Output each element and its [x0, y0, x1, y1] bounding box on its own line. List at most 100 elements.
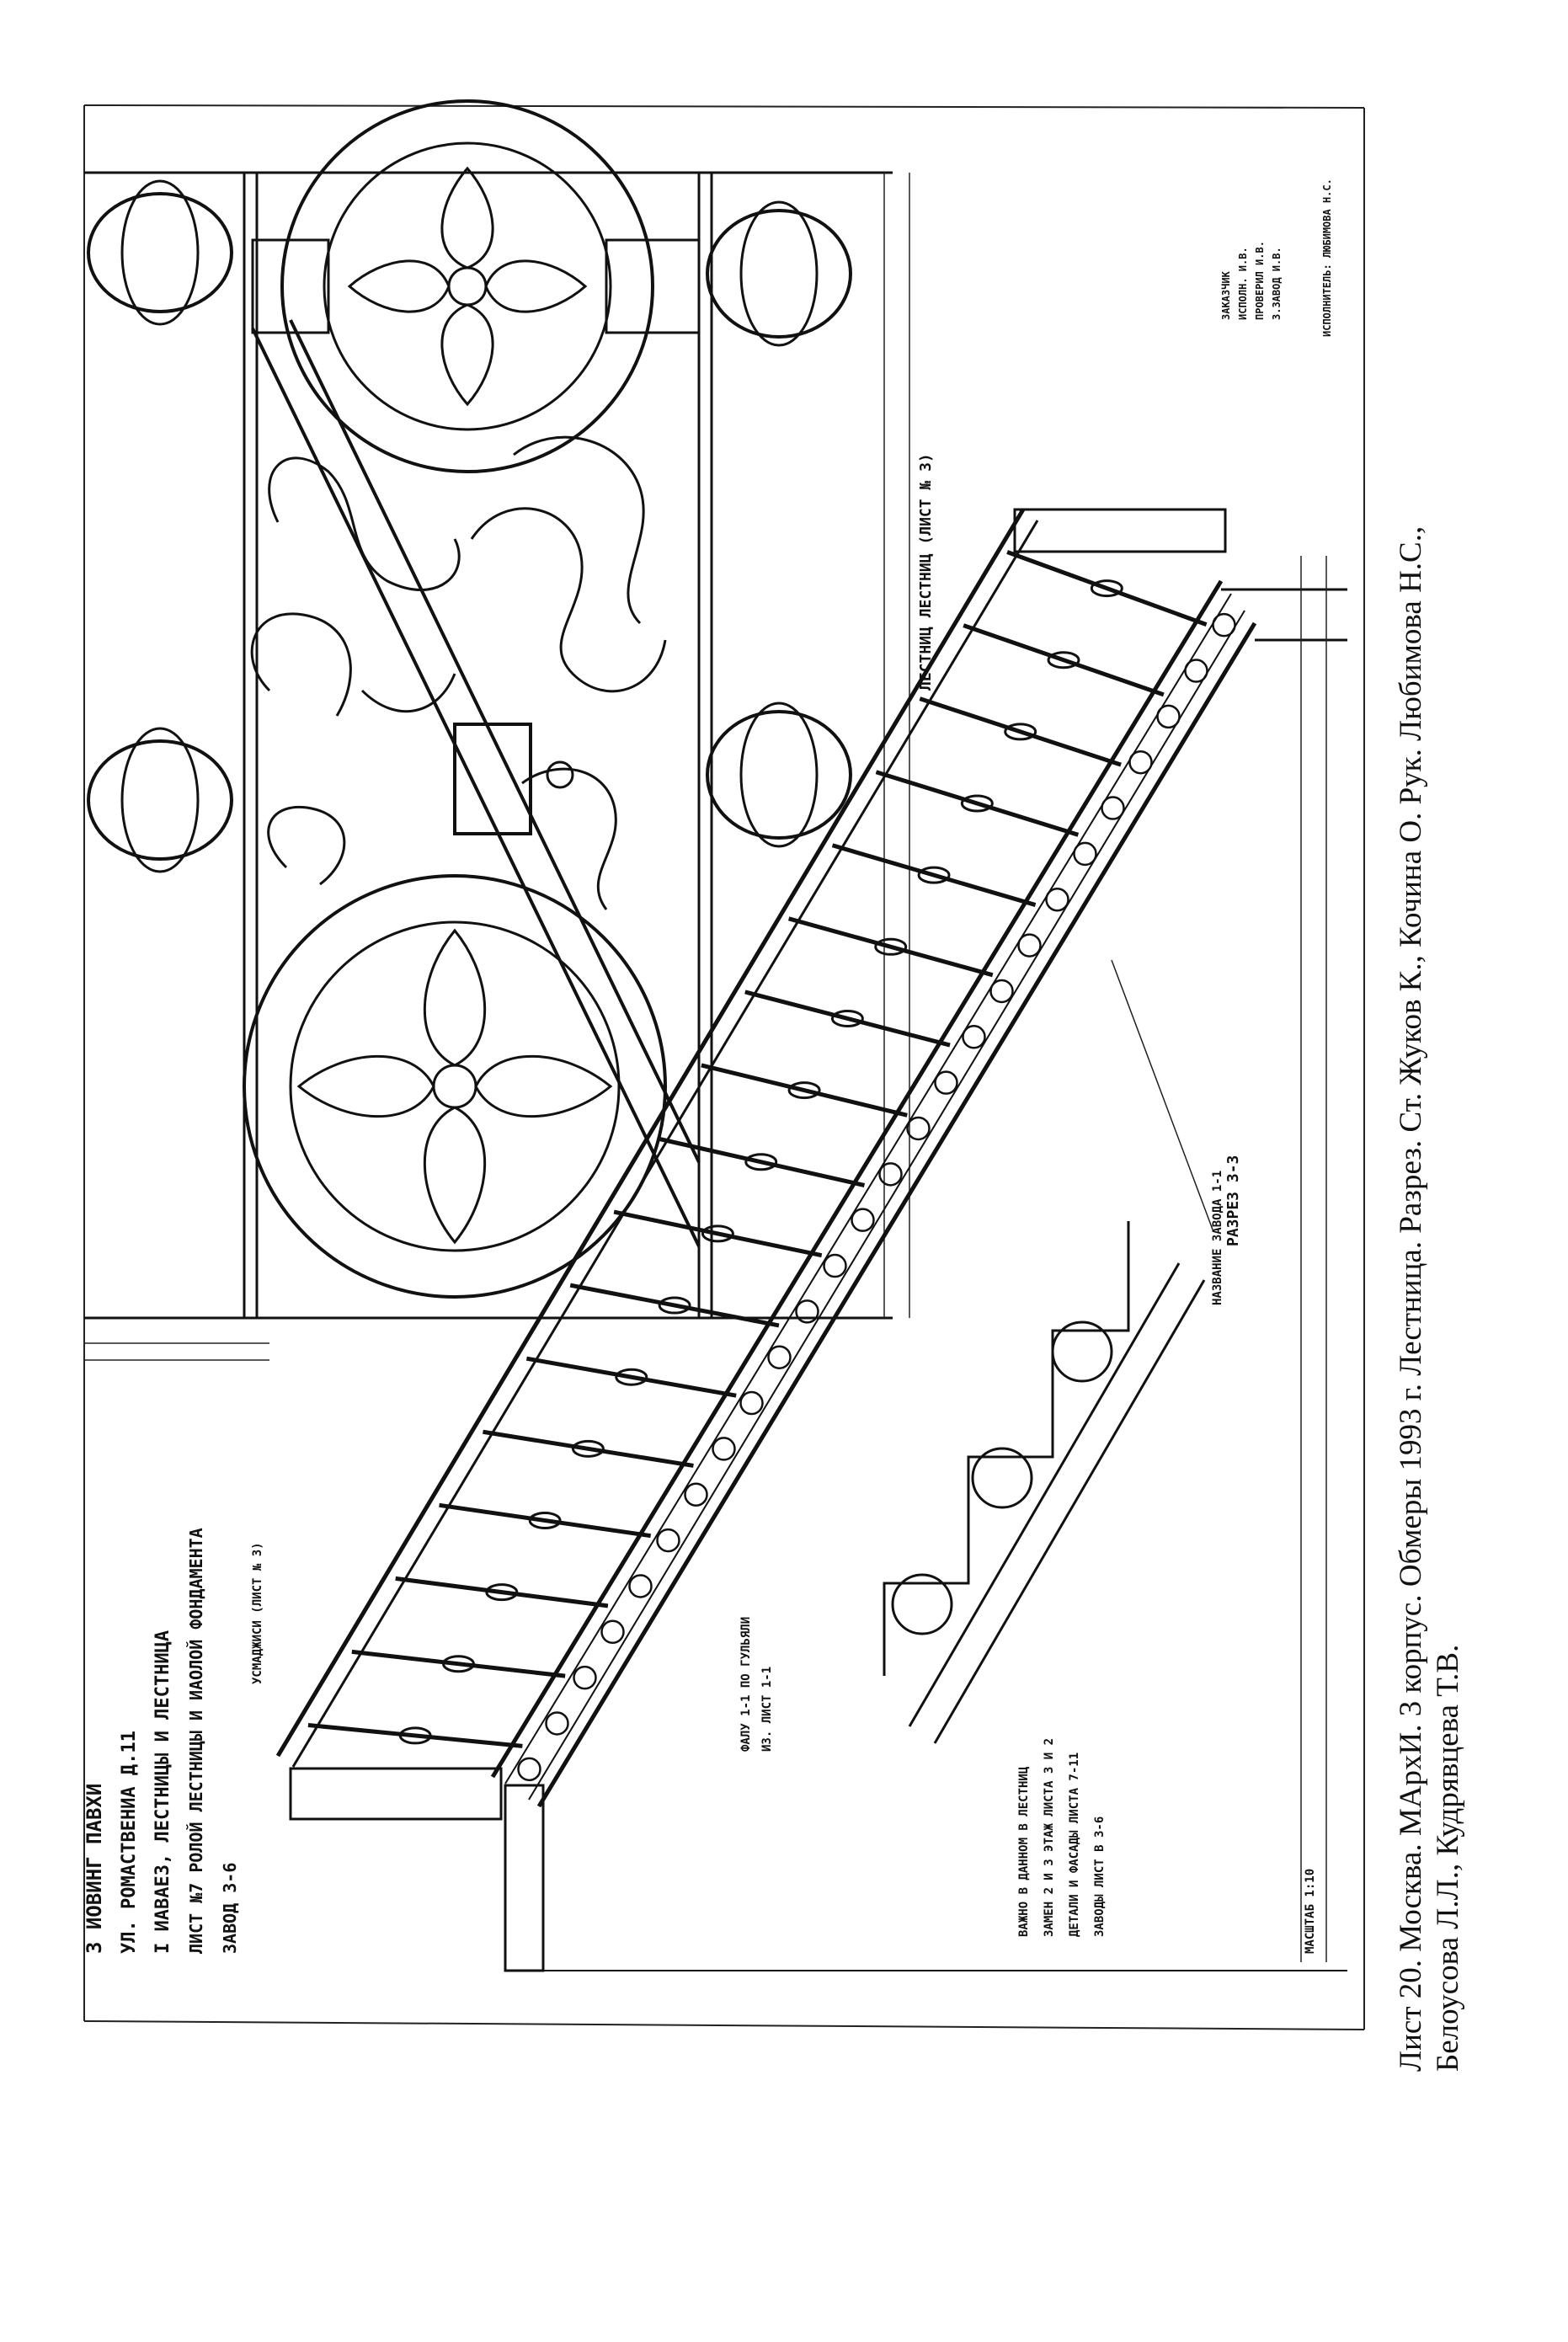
note-line-2: ЗАМЕН 2 И 3 ЭТАЖ ЛИСТА 3 И 2: [1043, 1738, 1056, 1937]
ornament-panel: [84, 99, 893, 1320]
stringer-rosette: [545, 1711, 569, 1736]
stringer-rosette: [1045, 888, 1069, 912]
baluster-knot: [787, 1081, 821, 1100]
baluster: [351, 1649, 566, 1678]
baluster-knot: [441, 1655, 475, 1673]
baluster: [744, 990, 951, 1048]
title-stamp: ЗАКАЗЧИК ИСПОЛН. И.В. ПРОВЕРИЛ И.В. З.ЗА…: [1220, 179, 1333, 337]
clamp-block: [453, 723, 532, 835]
baluster: [701, 1063, 908, 1118]
stringer-rosette: [962, 1025, 986, 1049]
stringer-rosette-group: [517, 612, 1236, 1782]
sheet-heading: З ИОВИНГ ПАВХИ УЛ. РОМАСТВЕНИА Д.11 I ИА…: [83, 1528, 264, 1954]
section-label: РАЗРЕЗ 3-3: [1224, 1155, 1242, 1246]
rosette-bottom: [243, 874, 667, 1299]
baluster-knot: [1004, 723, 1037, 741]
baluster-group: [307, 550, 1208, 1748]
stringer-rosette: [712, 1437, 736, 1461]
baluster: [613, 1209, 823, 1258]
caption-line-1: Лист 20. Москва. МАрхИ. 3 корпус. Обмеры…: [1393, 525, 1428, 2072]
figure-caption: Лист 20. Москва. МАрхИ. 3 корпус. Обмеры…: [1393, 109, 1467, 2072]
baluster-knot: [658, 1296, 691, 1315]
baluster-knot: [1047, 651, 1080, 670]
stringer-rosette: [517, 1757, 541, 1782]
baluster-knot: [701, 1224, 734, 1243]
baluster-knot: [830, 1009, 864, 1027]
drawing-frame: [83, 104, 1365, 2030]
rosette-top: [280, 99, 654, 473]
stringer-rosette: [767, 1345, 792, 1369]
stamp-line-2: ИСПОЛН. И.В.: [1237, 247, 1249, 320]
executor-label: ИСПОЛНИТЕЛЬ: ЛЮБИМОВА Н.С.: [1321, 179, 1333, 337]
baluster-knot: [528, 1511, 562, 1529]
sheet-heading-line-4: ЛИСТ №7 РОЛОЙ ЛЕСТНИЦЫ И ИАОЛОЙ ФОНДАМЕН…: [186, 1528, 206, 1954]
note-line-4: ЗАВОДЫ ЛИСТ В 3-6: [1093, 1817, 1107, 1937]
baluster: [439, 1502, 652, 1539]
stringer-rosette: [906, 1116, 931, 1141]
stringer-rosette: [1017, 933, 1042, 958]
stamp-line-3: ПРОВЕРИЛ И.В.: [1254, 241, 1266, 320]
baluster: [525, 1356, 737, 1398]
baluster: [569, 1283, 780, 1328]
baluster-knot: [485, 1583, 519, 1602]
baluster-knot: [1090, 579, 1123, 598]
stringer-rosette: [573, 1665, 597, 1690]
baluster-knot: [571, 1439, 605, 1458]
baluster-knot: [615, 1368, 648, 1386]
drawing-labels: ЛЕСТНИЦ ЛЕСТНИЦ (ЛИСТ № 3) РАЗРЕЗ 3-3 ФА…: [739, 453, 1317, 1954]
baluster: [483, 1429, 694, 1468]
baluster: [963, 623, 1165, 697]
knob-top-right: [706, 209, 852, 339]
baluster-knot: [874, 937, 908, 956]
side-label: ЛЕСТНИЦ ЛЕСТНИЦ (ЛИСТ № 3): [917, 453, 935, 691]
stringer-rosette: [1128, 750, 1153, 775]
sheet-heading-line-3: I ИАВАЕЗ, ЛЕСТНИЦЫ И ЛЕСТНИЦА: [152, 1630, 173, 1954]
knob-top-left: [87, 192, 233, 313]
baluster: [875, 770, 1080, 837]
baluster-knot: [744, 1153, 778, 1171]
scale-label: МАСШТАБ 1:10: [1304, 1869, 1317, 1954]
stringer-rosette: [1101, 796, 1125, 820]
baluster: [831, 843, 1037, 907]
newel-post-top: [1013, 508, 1227, 553]
stringer-rosette: [600, 1619, 625, 1645]
newel-post-bottom: [289, 1767, 503, 1821]
stringer-rosette: [989, 979, 1014, 1004]
stringer-rosette: [684, 1482, 708, 1507]
stringer-rosette: [656, 1528, 680, 1553]
baluster: [787, 916, 994, 978]
stringer-rosette: [878, 1162, 903, 1187]
stringer-rosette: [1212, 612, 1236, 638]
sheet-heading-line-2: УЛ. РОМАСТВЕНИА Д.11: [119, 1731, 140, 1954]
caption-line-2: Белоусова Л.Л., Кудрявцева Т.В.: [1430, 1644, 1465, 2072]
baluster-knot: [960, 794, 994, 813]
stringer-rosette: [1184, 659, 1208, 683]
baluster-knot: [398, 1726, 432, 1745]
baluster: [307, 1722, 523, 1748]
note-line-1: ВАЖНО В ДАННОМ В ЛЕСТНИЦ: [1017, 1766, 1031, 1937]
stringer-rosette: [1156, 704, 1181, 729]
stringer-rosette: [823, 1253, 847, 1278]
baluster: [395, 1576, 609, 1608]
stringer-rosette: [851, 1208, 875, 1232]
sheet-heading-line-1: З ИОВИНГ ПАВХИ: [83, 1784, 106, 1954]
panel-dimensions: [84, 173, 910, 1361]
stringer-rosette: [739, 1390, 764, 1416]
stringer-rosette: [795, 1299, 819, 1324]
stamp-line-1: ЗАКАЗЧИК: [1220, 270, 1232, 320]
section-dimensions: [1111, 556, 1327, 1962]
stringer-rosette: [628, 1574, 653, 1598]
detail-note-line-2: ИЗ. ЛИСТ 1-1: [760, 1667, 774, 1752]
sheet-subtitle: УСМАДЖИСИ (ЛИСТ № 3): [251, 1542, 264, 1684]
baluster: [919, 696, 1122, 767]
stringer-rosette: [1073, 841, 1097, 867]
baluster: [1006, 550, 1208, 627]
stamp-line-4: З.ЗАВОД И.В.: [1271, 247, 1283, 320]
knob-mid-right: [706, 710, 852, 840]
detail-note-line-1: ФАЛУ 1-1 ПО ГУЛЬЯЛИ: [739, 1617, 753, 1752]
baluster-knot: [917, 866, 951, 884]
bottom-scale-label: НАЗВАНИЕ ЗАВОДА 1-1: [1211, 1171, 1224, 1305]
note-line-3: ДЕТАЛИ И ФАСАДЫ ЛИСТА 7-11: [1068, 1752, 1081, 1937]
